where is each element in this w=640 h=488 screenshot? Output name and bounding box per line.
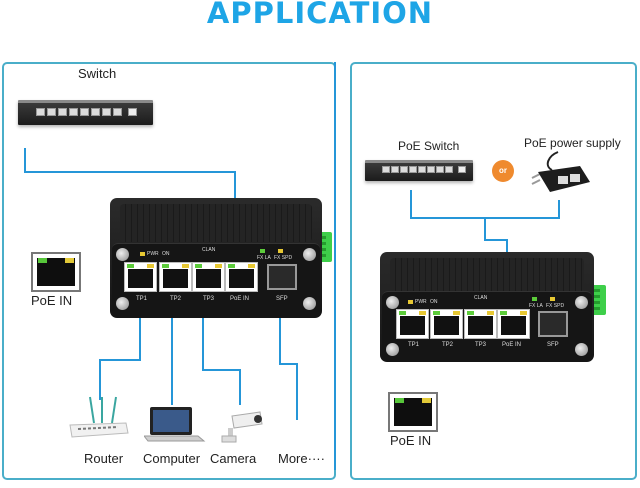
clan-label: CLAN bbox=[202, 247, 216, 253]
poe-switch-image bbox=[365, 160, 473, 181]
on-label-right: ON bbox=[430, 299, 438, 305]
laptop-icon bbox=[144, 407, 206, 442]
fx-spd-label-right: FX SPD bbox=[546, 303, 565, 309]
endpoint-camera-label: Camera bbox=[210, 451, 257, 466]
right-application-panel bbox=[350, 62, 637, 480]
poe-in-port-label-right: PoE IN bbox=[502, 342, 522, 348]
tp1-label: TP1 bbox=[136, 296, 148, 302]
sfp-label-right: SFP bbox=[547, 342, 559, 348]
poe-power-supply-icon bbox=[531, 151, 590, 192]
tp1-label-right: TP1 bbox=[408, 342, 420, 348]
clan-label-right: CLAN bbox=[474, 295, 488, 301]
port-tp1-right bbox=[396, 309, 429, 339]
endpoint-router-label: Router bbox=[84, 451, 124, 466]
poe-in-port-label: PoE IN bbox=[230, 296, 250, 302]
router-icon bbox=[69, 396, 129, 438]
port-poe-in bbox=[225, 262, 258, 292]
camera-icon bbox=[221, 411, 263, 443]
poe-in-port-icon bbox=[31, 252, 81, 292]
port-sfp-right bbox=[538, 311, 568, 337]
poe-extender-device-right: PWR ON CLAN FX LA FX SPD TP1 TP2 TP3 PoE… bbox=[380, 252, 594, 362]
tp3-label-right: TP3 bbox=[475, 342, 487, 348]
port-tp2 bbox=[159, 262, 192, 292]
poe-extender-device: PWR ON CLAN FX LA FX SPD TP1 TP2 TP3 PoE… bbox=[110, 198, 322, 318]
tp2-label: TP2 bbox=[170, 296, 182, 302]
port-tp2-right bbox=[430, 309, 463, 339]
port-tp3-right bbox=[464, 309, 497, 339]
tp2-label-right: TP2 bbox=[442, 342, 454, 348]
endpoint-more-label: More···· bbox=[278, 451, 325, 466]
switch-image bbox=[18, 100, 153, 125]
poe-switch-label: PoE Switch bbox=[398, 139, 460, 153]
fx-spd-label: FX SPD bbox=[274, 255, 293, 261]
pwr-led-label-right: PWR bbox=[415, 299, 427, 305]
sfp-label: SFP bbox=[276, 296, 288, 302]
on-label: ON bbox=[162, 251, 170, 257]
tp3-label: TP3 bbox=[203, 296, 215, 302]
pwr-led-label: PWR bbox=[147, 251, 159, 257]
wire-tp1-to-router bbox=[99, 310, 141, 400]
port-poe-in-right bbox=[497, 309, 530, 339]
poe-in-port-icon-right bbox=[388, 392, 438, 432]
poe-in-label: PoE IN bbox=[31, 293, 73, 308]
fx-la-label: FX LA bbox=[257, 255, 271, 261]
wire-tp3-to-camera bbox=[202, 310, 241, 405]
port-tp3 bbox=[192, 262, 225, 292]
poe-power-supply-label: PoE power supply bbox=[524, 136, 621, 150]
switch-label: Switch bbox=[78, 66, 117, 81]
fx-la-label-right: FX LA bbox=[529, 303, 543, 309]
or-badge: or bbox=[492, 160, 514, 182]
poe-in-label-right: PoE IN bbox=[390, 433, 432, 448]
page-title: APPLICATION bbox=[206, 0, 434, 30]
port-sfp bbox=[267, 264, 297, 290]
endpoint-computer-label: Computer bbox=[143, 451, 201, 466]
wire-sfp-to-more bbox=[279, 310, 298, 420]
port-tp1 bbox=[124, 262, 157, 292]
